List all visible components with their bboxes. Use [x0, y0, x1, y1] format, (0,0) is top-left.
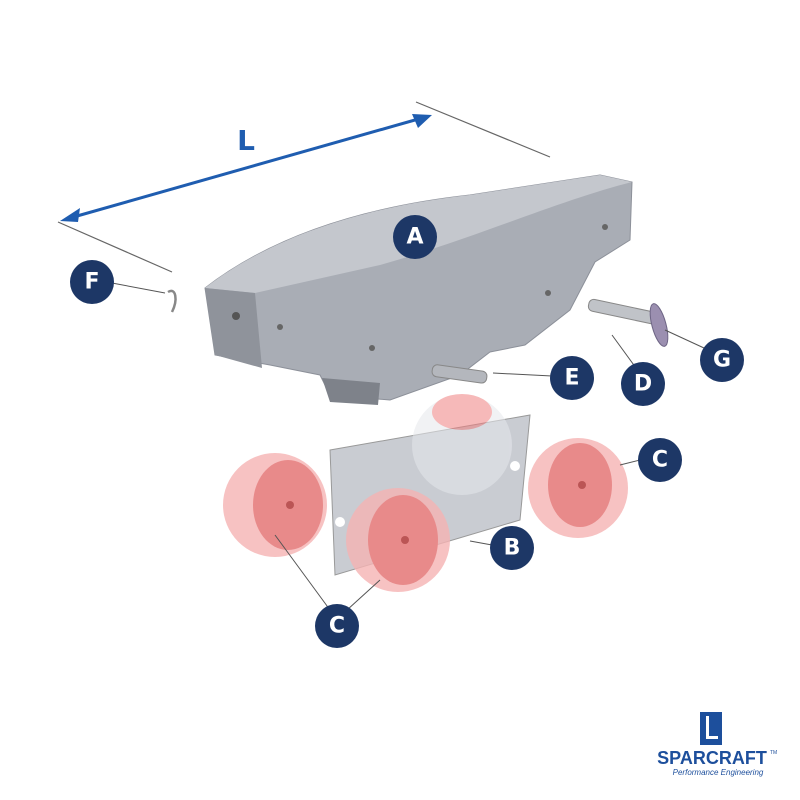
leader-lines	[111, 282, 705, 611]
callout-d: D	[621, 362, 665, 406]
axle-pin-d	[587, 298, 660, 325]
svg-text:E: E	[564, 366, 579, 391]
length-arrow	[60, 114, 432, 222]
washer-g	[649, 303, 669, 347]
callout-a: A	[393, 215, 437, 259]
pin-e	[431, 364, 488, 384]
svg-text:TM: TM	[770, 750, 777, 756]
extension-line-left	[57, 221, 173, 273]
svg-text:F: F	[84, 270, 99, 295]
svg-text:Performance Engineering: Performance Engineering	[673, 768, 764, 777]
svg-text:D: D	[634, 372, 652, 397]
svg-text:A: A	[406, 225, 423, 250]
callout-f: F	[70, 260, 114, 304]
svg-text:SPARCRAFT: SPARCRAFT	[657, 748, 767, 768]
callout-g: G	[700, 338, 744, 382]
callout-e: E	[550, 356, 594, 400]
extension-line-right	[415, 101, 551, 158]
callout-b: B	[490, 526, 534, 570]
wheel-left	[223, 453, 327, 557]
callout-c-right: C	[638, 438, 682, 482]
svg-text:B: B	[504, 536, 521, 561]
svg-text:G: G	[713, 348, 731, 373]
cotter-pin-f	[167, 289, 177, 313]
callout-c-bottom: C	[315, 604, 359, 648]
wheel-front	[346, 488, 450, 592]
svg-text:C: C	[329, 614, 345, 639]
wheel-right	[528, 438, 628, 538]
sparcraft-logo: SPARCRAFT TM Performance Engineering	[657, 712, 777, 777]
wheel-rear	[412, 394, 512, 495]
length-label: L	[237, 124, 255, 157]
svg-text:C: C	[652, 448, 668, 473]
